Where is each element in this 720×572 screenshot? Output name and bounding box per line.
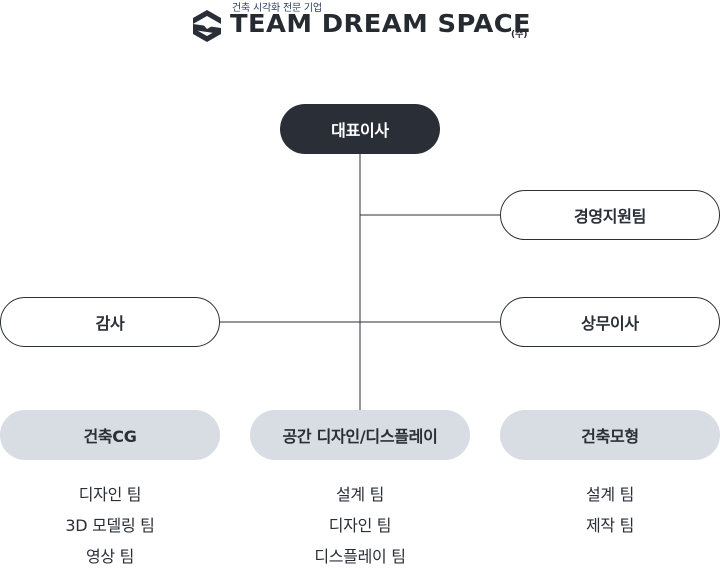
logo-tagline: 건축 시각화 전문 기업 — [232, 3, 322, 14]
department-label: 건축CG — [83, 427, 137, 446]
department-architectural-model: 건축모형 — [500, 410, 720, 460]
audit-label: 감사 — [95, 314, 125, 333]
team-item: 설계 팀 — [335, 485, 385, 504]
department-label: 건축모형 — [581, 427, 639, 446]
ceo-label: 대표이사 — [331, 121, 389, 140]
executive-director-node: 상무이사 — [500, 297, 720, 347]
audit-node: 감사 — [0, 297, 220, 347]
management-team-node: 경영지원팀 — [500, 190, 720, 240]
team-list-architectural-model: 설계 팀 제작 팀 — [500, 479, 720, 541]
logo-mark-icon — [193, 10, 221, 42]
department-architecture-cg: 건축CG — [0, 410, 220, 460]
team-item: 디자인 팀 — [328, 516, 392, 535]
executive-director-label: 상무이사 — [581, 314, 639, 333]
management-team-label: 경영지원팀 — [573, 207, 647, 226]
team-list-architecture-cg: 디자인 팀 3D 모델링 팀 영상 팀 — [0, 479, 220, 572]
team-item: 설계 팀 — [585, 485, 635, 504]
ceo-node: 대표이사 — [280, 104, 440, 154]
team-item: 3D 모델링 팀 — [65, 516, 155, 535]
team-list-space-design: 설계 팀 디자인 팀 디스플레이 팀 — [250, 479, 470, 572]
logo-suffix: (주) — [511, 30, 528, 40]
company-logo: 건축 시각화 전문 기업 TEAM DREAM SPACE (주) — [190, 0, 535, 46]
team-item: 영상 팀 — [85, 547, 135, 566]
team-item: 제작 팀 — [585, 516, 635, 535]
department-label: 공간 디자인/디스플레이 — [282, 427, 438, 446]
logo-name: TEAM DREAM SPACE — [230, 9, 532, 38]
team-item: 디스플레이 팀 — [314, 547, 406, 566]
team-item: 디자인 팀 — [78, 485, 142, 504]
department-space-design: 공간 디자인/디스플레이 — [250, 410, 470, 460]
